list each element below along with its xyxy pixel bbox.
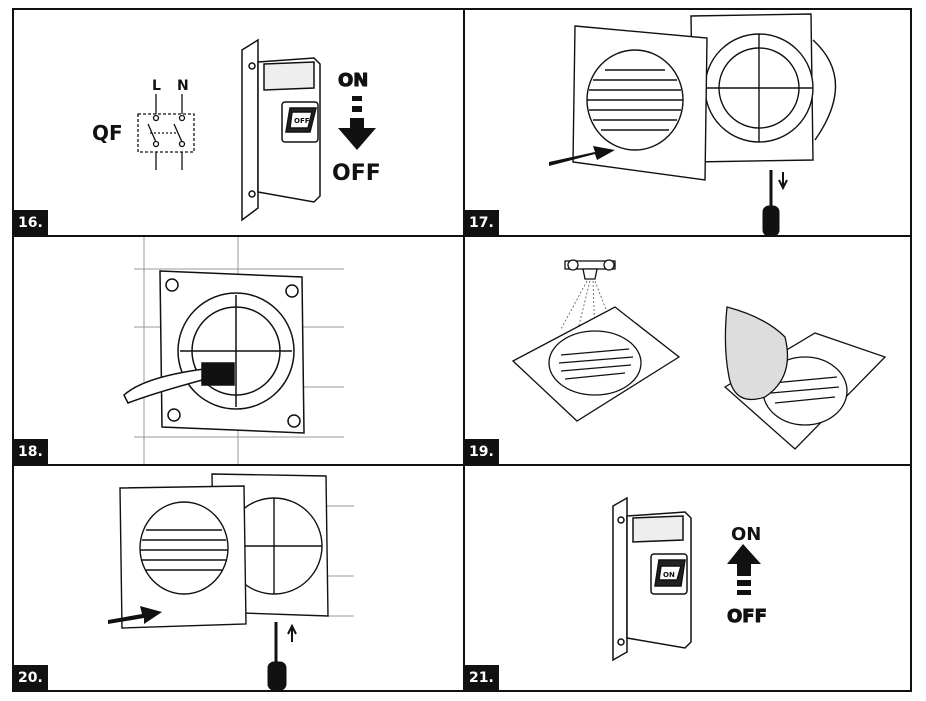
- arrow-down-icon: [338, 96, 376, 150]
- step-20-panel: 20.: [14, 466, 463, 690]
- step-number: 20.: [14, 665, 48, 690]
- arrow-right-icon: [108, 606, 162, 624]
- switch-schematic: [137, 94, 195, 170]
- step-number: 21.: [465, 665, 499, 690]
- arrow-left-icon: [549, 146, 615, 166]
- n-label: N: [177, 78, 189, 94]
- step-number: 16.: [14, 210, 48, 235]
- circuit-breaker-off-illustration: QF L N OFF: [92, 38, 381, 222]
- breaker-device: [241, 38, 321, 222]
- fan-body: [159, 270, 305, 434]
- brush-icon: [123, 362, 235, 404]
- instruction-grid: QF L N OFF: [12, 8, 912, 692]
- clean-fan-brush-illustration: [123, 237, 344, 464]
- l-label: L: [152, 78, 161, 94]
- step-18-panel: 18.: [14, 237, 463, 464]
- on-label: ON: [338, 70, 368, 91]
- step-17-panel: 17.: [465, 10, 912, 235]
- step-number: 18.: [14, 439, 48, 464]
- cover-drying: [723, 306, 887, 450]
- switch-on-label: ON: [663, 571, 675, 579]
- step-number: 17.: [465, 210, 499, 235]
- step-19-panel: 19.: [465, 237, 912, 464]
- switch-off-label: OFF: [294, 117, 310, 125]
- step-16-panel: QF L N OFF: [14, 10, 463, 235]
- screwdriver-icon: [267, 622, 297, 690]
- qf-label: QF: [92, 121, 123, 145]
- step-21-panel: ON ON OFF 21.: [465, 466, 912, 690]
- arrow-up-icon: [727, 544, 761, 595]
- off-label: OFF: [332, 161, 381, 186]
- breaker-device: [612, 496, 692, 662]
- cover-washing: [511, 306, 681, 422]
- wash-cover-illustration: [511, 259, 887, 450]
- divider-row-1: [14, 235, 910, 237]
- circuit-breaker-on-illustration: ON ON OFF: [612, 496, 767, 662]
- remove-cover-illustration: [549, 13, 837, 235]
- divider-vertical: [463, 10, 465, 690]
- divider-row-2: [14, 464, 910, 466]
- wall-tiles: [324, 505, 354, 617]
- front-cover: [572, 25, 708, 181]
- faucet-icon: [564, 259, 616, 280]
- on-label: ON: [731, 524, 761, 545]
- front-cover: [119, 485, 247, 629]
- off-label: OFF: [727, 606, 767, 627]
- install-cover-illustration: [108, 473, 354, 690]
- step-number: 19.: [465, 439, 499, 464]
- screwdriver-icon: [762, 170, 788, 235]
